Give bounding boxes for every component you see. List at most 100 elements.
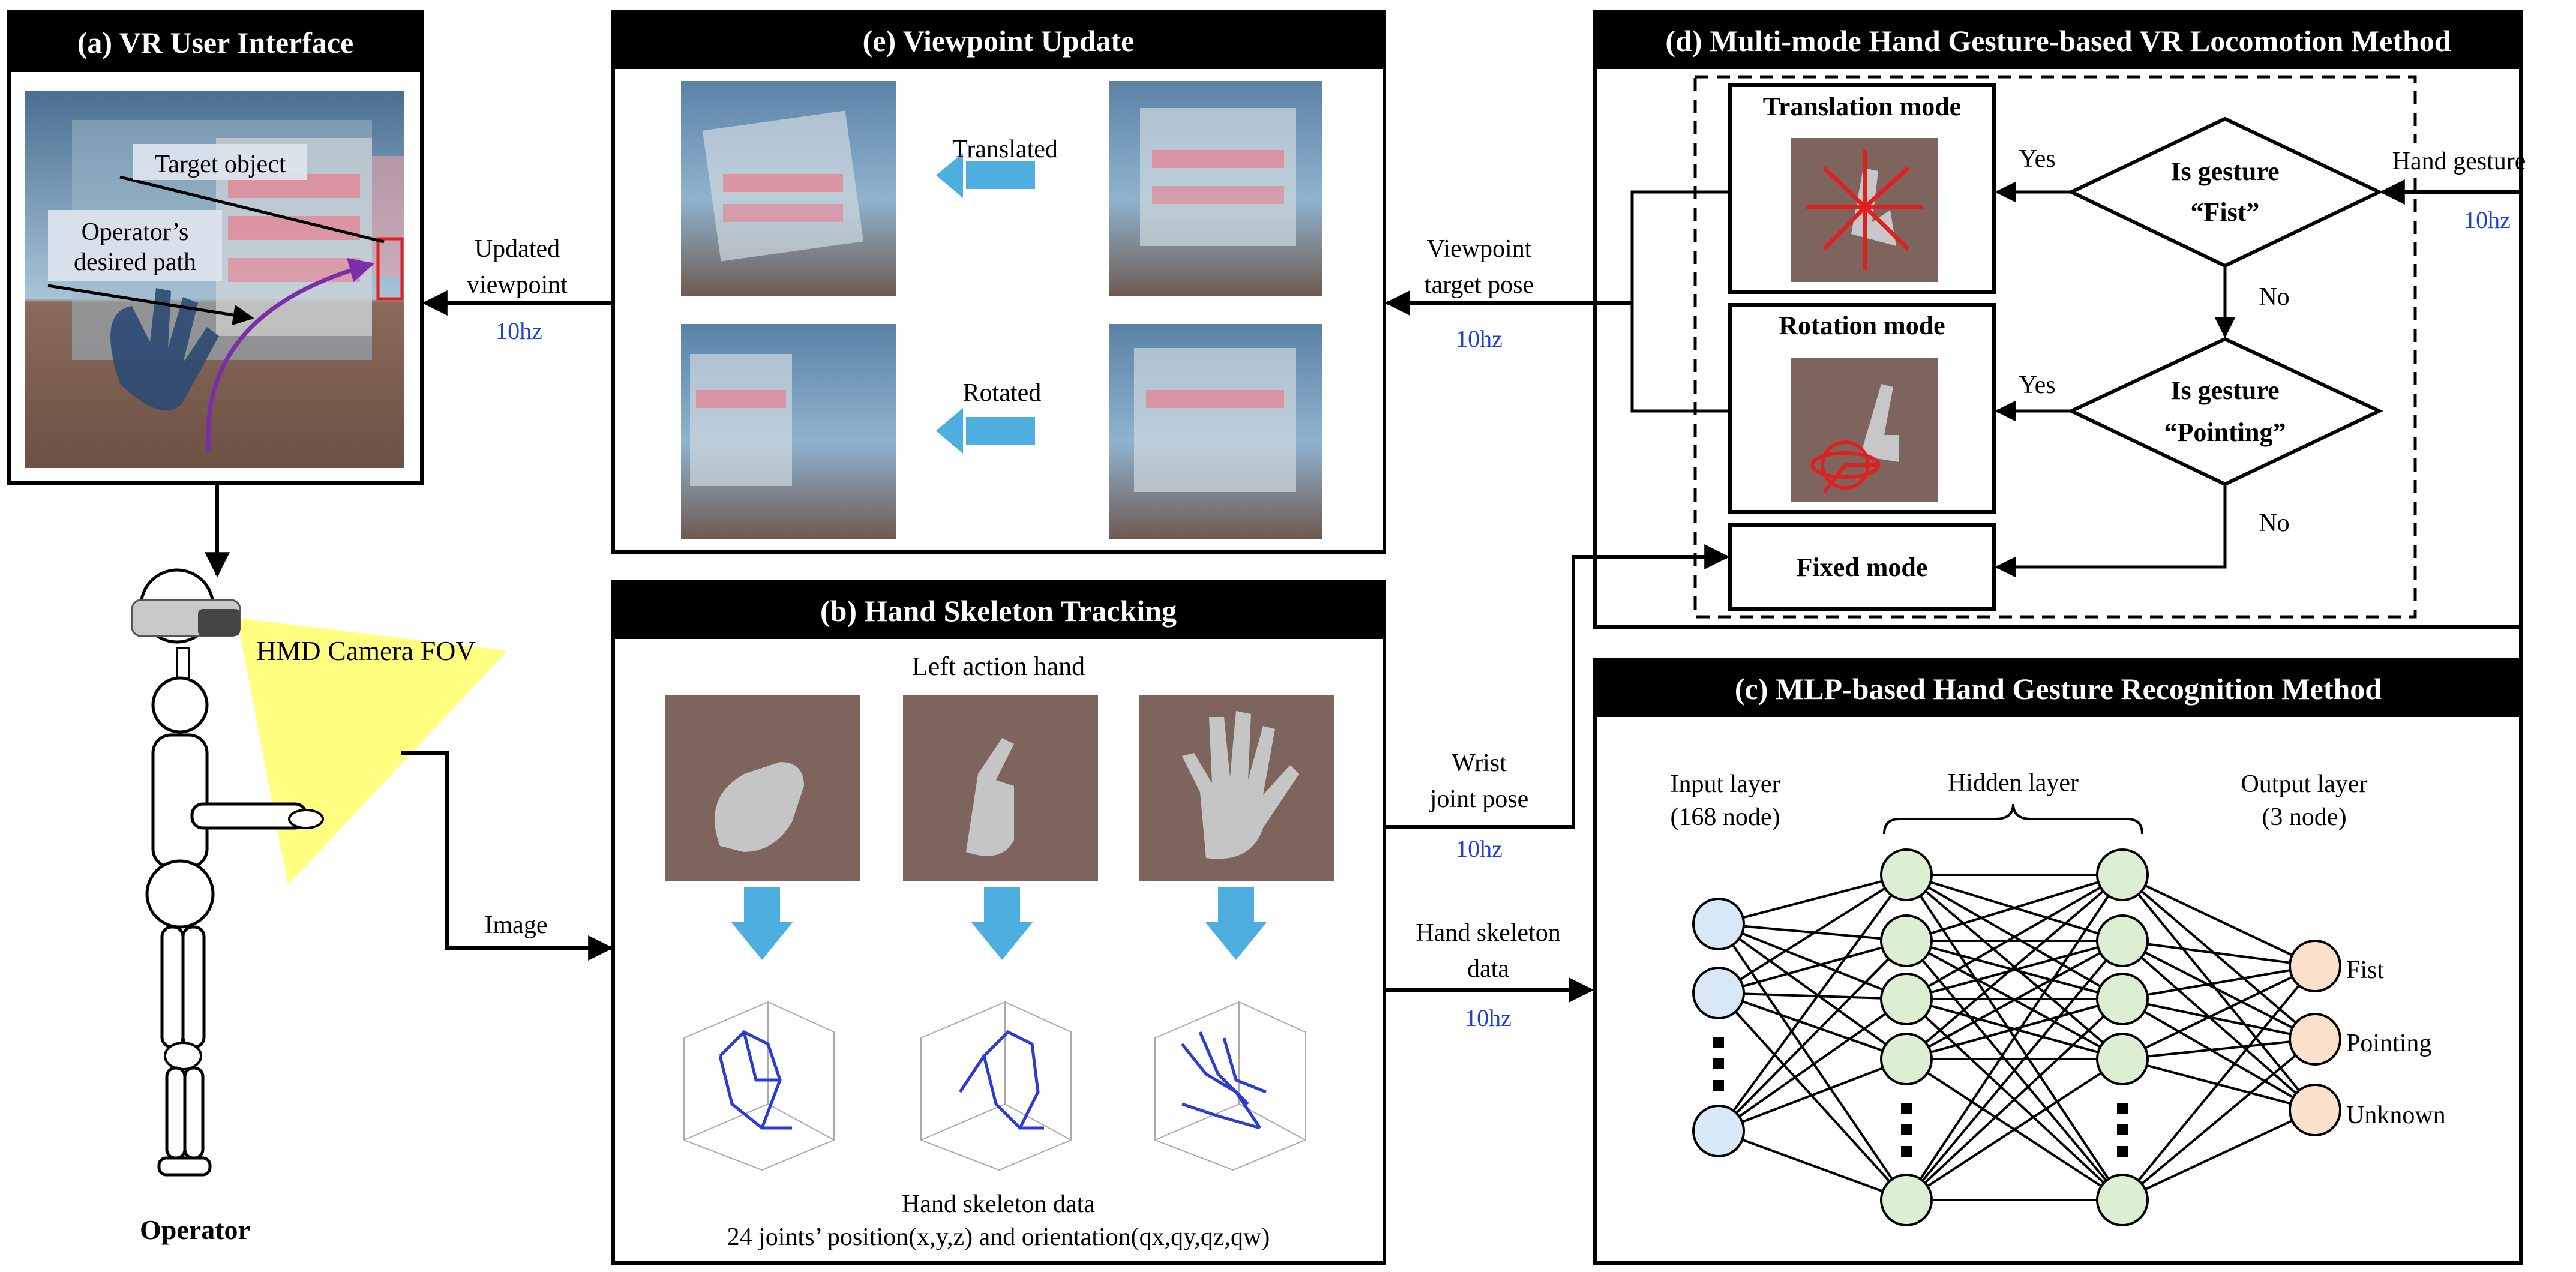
hidden1-node [1880, 1033, 1933, 1085]
mlp-edge [2122, 940, 2316, 967]
output-node [2289, 1084, 2341, 1136]
hidden2-node [2096, 973, 2149, 1025]
translated-arrow [936, 153, 963, 198]
mlp-edge [1718, 992, 1907, 1000]
hand-gesture-label: Hand gesture [2392, 148, 2526, 175]
mlp-edge [1905, 874, 2124, 1060]
mlp-edge [1717, 923, 1908, 1060]
panel-c-title: (c) MLP-based Hand Gesture Recognition M… [1735, 672, 2382, 706]
hidden2-node [2096, 914, 2149, 967]
mlp-edge [1718, 923, 1907, 942]
mlp-edge [2122, 965, 2316, 1000]
operator-figure [131, 568, 507, 1177]
input-node [1692, 898, 1745, 950]
mlp-edge [2122, 998, 2316, 1111]
input-layer-label-2: (168 node) [1670, 803, 1780, 831]
rotated-arrow [936, 408, 963, 454]
mlp-edge [2121, 940, 2316, 1111]
mlp-edge [1906, 940, 2123, 1000]
mlp-edge [1905, 1058, 2124, 1201]
no-label-pointing: No [2259, 509, 2289, 537]
yes-label-fist: Yes [2019, 145, 2055, 173]
rotation-mode-label: Rotation mode [1779, 311, 1945, 340]
mlp-edge [2122, 1038, 2316, 1060]
mlp-edge [1718, 1058, 1907, 1132]
mlp-edge [1717, 874, 1908, 1132]
desired-path-label-2: desired path [74, 248, 196, 276]
input-layer-label-1: Input layer [1670, 770, 1780, 798]
mlp-edge [2122, 965, 2316, 1060]
hidden2-node [2096, 1174, 2149, 1226]
wrist-rate: 10hz [1456, 835, 1503, 862]
yes-label-pointing: Yes [2019, 371, 2055, 399]
input-node [1692, 1105, 1745, 1157]
image-label: Image [485, 911, 548, 939]
panel-locomotion-method: (d) Multi-mode Hand Gesture-based VR Loc… [1593, 10, 2523, 629]
mlp-edge [1906, 998, 2123, 1060]
mlp-edge [1905, 998, 2124, 1201]
mlp-edge [2122, 998, 2316, 1040]
mlp-edge [2122, 874, 2316, 967]
wrist-label-2: joint pose [1429, 785, 1529, 813]
mlp-edge [1718, 940, 1907, 994]
hand-gesture-rate: 10hz [2464, 206, 2511, 233]
mlp-edge [1717, 940, 1908, 1132]
decision-fist-text-2: “Fist” [2191, 197, 2260, 227]
rotation-mode-box: Rotation mode [1728, 303, 1996, 514]
skeleton-data-label-1: Hand skeleton [1416, 919, 1560, 947]
mlp-edge [2122, 1109, 2316, 1201]
mlp-edge [2121, 965, 2316, 1201]
hidden2-node [2096, 848, 2149, 901]
translation-mode-label: Translation mode [1763, 92, 1961, 121]
hidden1-node [1880, 848, 1933, 901]
mlp-edge [2122, 940, 2316, 1040]
skeleton-data-rate: 10hz [1465, 1004, 1512, 1031]
panel-b-title: (b) Hand Skeleton Tracking [820, 594, 1177, 628]
operator-label: Operator [140, 1214, 250, 1245]
output-unknown-label: Unknown [2346, 1102, 2446, 1129]
panel-e-title: (e) Viewpoint Update [863, 24, 1135, 58]
skeleton-data-label-2: data [1467, 955, 1509, 983]
updated-viewpoint-rate: 10hz [496, 317, 542, 344]
viewpoint-target-rate: 10hz [1456, 325, 1503, 352]
rotation-mode-image [1791, 358, 1938, 502]
panel-a-title: (a) VR User Interface [77, 26, 354, 59]
desired-path-label-1: Operator’s [82, 218, 189, 246]
viewpoint-target-label-2: target pose [1425, 271, 1534, 299]
output-node [2289, 1013, 2341, 1066]
translation-mode-box: Translation mode [1728, 83, 1996, 294]
output-fist-label: Fist [2346, 956, 2384, 984]
mlp-edge [2121, 874, 2316, 1111]
decision-pointing-text-2: “Pointing” [2164, 418, 2286, 447]
updated-viewpoint-label-2: viewpoint [467, 271, 568, 299]
hidden-layer-label: Hidden layer [1948, 769, 2079, 797]
left-action-hand-label: Left action hand [912, 652, 1085, 681]
hidden1-node [1880, 914, 1933, 967]
viewpoint-target-label-1: Viewpoint [1427, 235, 1532, 263]
mlp-edge [2121, 874, 2316, 1040]
mlp-connections [1717, 874, 2316, 1201]
output-node [2289, 940, 2341, 992]
panel-vr-user-interface: (a) VR User Interface Target object Oper… [7, 10, 424, 485]
mlp-edge [1905, 940, 2124, 1201]
skeleton-plot-pointing [920, 1001, 1072, 1171]
fixed-mode-box: Fixed mode [1728, 523, 1996, 611]
mlp-edge [1718, 874, 1907, 925]
mlp-edge [1718, 1130, 1907, 1201]
hidden1-node [1880, 1174, 1933, 1226]
mlp-edge [1717, 923, 1908, 1201]
translated-label: Translated [952, 136, 1058, 163]
panel-viewpoint-update: (e) Viewpoint Update Translated Rotated [611, 10, 1386, 554]
mlp-edge [1906, 874, 2123, 942]
skeleton-caption-1: Hand skeleton data [902, 1190, 1095, 1218]
mlp-edge [1717, 992, 1908, 1201]
panel-mlp-recognition: (c) MLP-based Hand Gesture Recognition M… [1593, 658, 2523, 1265]
no-label-fist: No [2259, 283, 2289, 311]
hidden2-node [2096, 1033, 2149, 1085]
fixed-mode-label: Fixed mode [1797, 553, 1928, 582]
hidden-layer-brace [1883, 803, 2143, 835]
mlp-edge [1718, 923, 1907, 1000]
panel-d-title: (d) Multi-mode Hand Gesture-based VR Loc… [1665, 24, 2451, 58]
mlp-nodes [1692, 848, 2341, 1226]
